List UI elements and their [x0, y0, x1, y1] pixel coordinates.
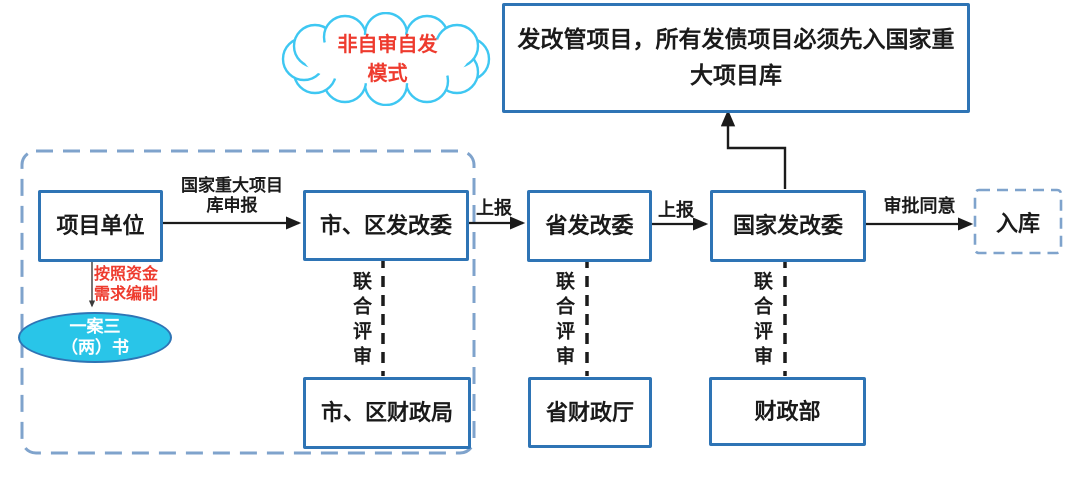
- top-note-box: 发改管项目，所有发债项目必须先入国家重 大项目库: [502, 3, 970, 113]
- edge-label-report-up-2: 上报: [658, 200, 694, 220]
- edge-label-prepare-per-funding-needs: 按照资金 需求编制: [94, 266, 159, 303]
- node-city-district-finance-bureau: 市、区财政局: [303, 377, 471, 449]
- storage-dashed-box: [973, 188, 1063, 255]
- arrow-national-drc-to-top-note: [720, 109, 787, 189]
- edge-label-joint-review-province: 联合评审: [553, 271, 574, 371]
- node-city-district-drc: 市、区发改委: [303, 190, 469, 261]
- node-one-plan-docs-ellipse: 一案三 （两）书: [18, 312, 172, 363]
- node-ministry-of-finance: 财政部: [709, 377, 866, 446]
- node-provincial-finance-dept: 省财政厅: [528, 377, 652, 448]
- edge-label-joint-review-city: 联合评审: [350, 271, 371, 371]
- cloud-shape: [281, 12, 491, 106]
- node-national-drc: 国家发改委: [710, 190, 866, 262]
- edge-label-joint-review-national: 联合评审: [751, 271, 772, 371]
- node-project-unit: 项目单位: [38, 190, 163, 262]
- edge-label-national-library-apply: 国家重大项目 库申报: [181, 176, 283, 216]
- cloud-label: 非自审自发 模式: [337, 34, 438, 85]
- node-provincial-drc: 省发改委: [527, 190, 652, 262]
- edge-label-report-up-1: 上报: [476, 198, 512, 218]
- edge-label-approval-agreed: 审批同意: [883, 196, 956, 216]
- non-self-review-boundary-dashed-box: [20, 149, 476, 455]
- node-storage-label: 入库: [995, 210, 1040, 236]
